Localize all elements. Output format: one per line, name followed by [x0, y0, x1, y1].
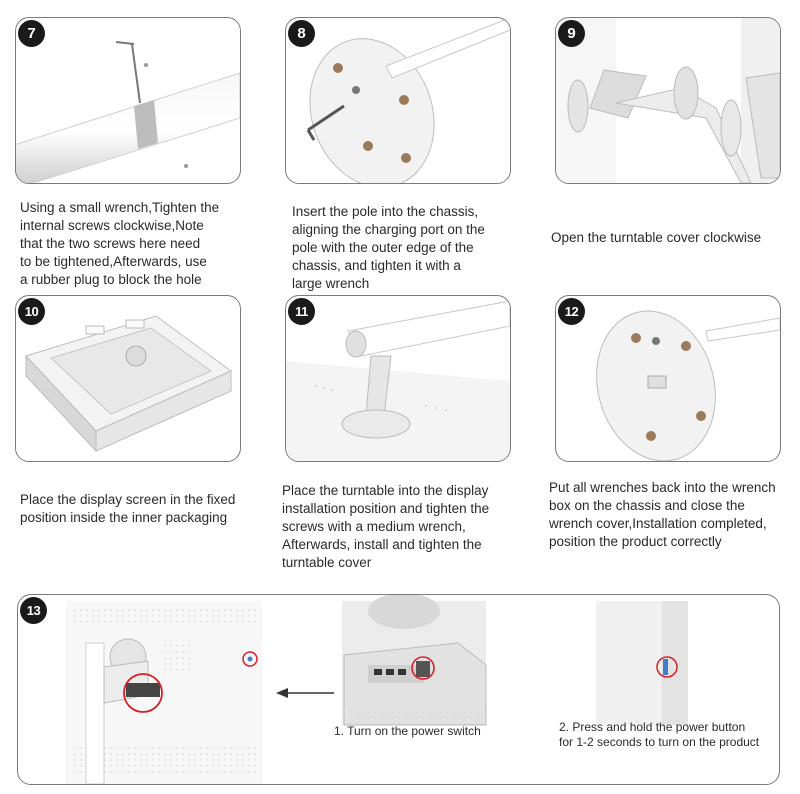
step-13-panel: 13 1	[17, 594, 780, 785]
step-7-image: 7	[15, 17, 241, 184]
step-12-badge: 12	[558, 298, 585, 325]
step-8-image: 8	[285, 17, 511, 184]
step-13-badge: 13	[20, 597, 47, 624]
step-12-illustration	[596, 310, 780, 461]
step-13-sub2-caption: 2. Press and hold the power button for 1…	[559, 720, 760, 749]
step-8-badge: 8	[288, 20, 315, 47]
step-8-caption: Insert the pole into the chassis, aligni…	[292, 204, 485, 291]
step-7-badge: 7	[18, 20, 45, 47]
step-11-badge: 11	[288, 298, 315, 325]
step-10-image: 10	[15, 295, 241, 462]
step-9-image: 9	[555, 17, 781, 184]
step-11-illustration	[286, 300, 510, 461]
step-9-badge: 9	[558, 20, 585, 47]
step-10-illustration	[25, 315, 232, 453]
step-7-illustration	[16, 41, 240, 183]
step-9-caption: Open the turntable cover clockwise	[551, 230, 762, 245]
step-13-sub1-caption: 1. Turn on the power switch	[334, 724, 481, 738]
step-7-caption: Using a small wrench,Tighten the interna…	[20, 200, 220, 287]
step-10-caption: Place the display screen in the fixed po…	[20, 492, 236, 525]
step-9-illustration	[556, 18, 780, 183]
step-11-caption: Place the turntable into the display ins…	[282, 483, 490, 570]
step-10-badge: 10	[18, 298, 45, 325]
step-12-caption: Put all wrenches back into the wrench bo…	[549, 480, 776, 549]
step-11-image: 11	[285, 295, 511, 462]
step-8-illustration	[306, 18, 510, 183]
step-13-illustration	[66, 595, 688, 784]
step-12-image: 12	[555, 295, 781, 462]
